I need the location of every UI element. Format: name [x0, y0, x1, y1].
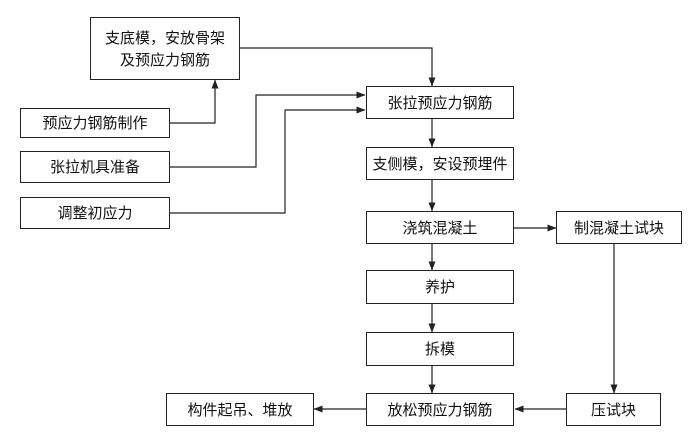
node-test-blocks: 制混凝土试块 — [556, 211, 682, 244]
node-release-label: 放松预应力钢筋 — [387, 400, 493, 419]
node-side-forms-label: 支侧模，安设预埋件 — [372, 154, 508, 173]
node-compress-test: 压试块 — [566, 393, 661, 426]
node-tension-label: 张拉预应力钢筋 — [387, 93, 493, 112]
node-pour-label: 浇筑混凝土 — [402, 218, 478, 237]
node-make-tendons-label: 预应力钢筋制作 — [42, 114, 148, 132]
arrow-formwork-to-tension — [240, 47, 436, 87]
node-test-blocks-label: 制混凝土试块 — [573, 218, 664, 237]
node-make-tendons: 预应力钢筋制作 — [20, 108, 170, 138]
node-lift-stack-label: 构件起吊、堆放 — [187, 400, 293, 419]
node-formwork-line2: 及预应力钢筋 — [119, 50, 210, 69]
node-cure: 养护 — [366, 270, 514, 304]
node-tension: 张拉预应力钢筋 — [366, 86, 514, 119]
node-compress-test-label: 压试块 — [590, 400, 636, 419]
arrow-adjust-stress-to-tension — [170, 106, 366, 214]
node-demold: 拆模 — [366, 332, 514, 366]
node-side-forms: 支侧模，安设预埋件 — [366, 147, 514, 180]
node-formwork-line1: 支底模，安放骨架 — [104, 28, 225, 47]
node-formwork: 支底模，安放骨架 及预应力钢筋 — [90, 17, 240, 80]
node-pour: 浇筑混凝土 — [366, 211, 514, 244]
node-adjust-stress-label: 调整初应力 — [57, 204, 133, 222]
arrow-make-tendons-to-formwork — [170, 79, 219, 124]
node-prepare-jack-label: 张拉机具准备 — [49, 158, 140, 176]
node-cure-label: 养护 — [424, 278, 455, 296]
node-lift-stack: 构件起吊、堆放 — [166, 393, 314, 426]
node-adjust-stress: 调整初应力 — [20, 197, 170, 229]
node-release: 放松预应力钢筋 — [366, 393, 514, 426]
node-demold-label: 拆模 — [424, 340, 455, 358]
node-prepare-jack: 张拉机具准备 — [20, 151, 170, 183]
arrow-prepare-jack-to-tension — [170, 91, 366, 168]
